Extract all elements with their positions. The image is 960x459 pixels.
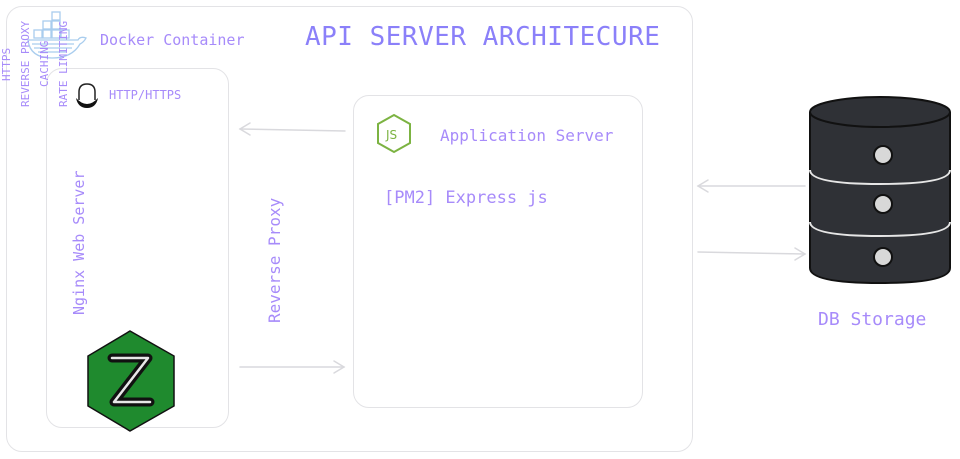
diagram-title: API SERVER ARCHITECURE [305, 22, 661, 52]
nginx-server-label: Nginx Web Server [70, 170, 88, 316]
docker-container-label: Docker Container [100, 31, 245, 49]
feature-item: REVERSE PROXY [19, 20, 32, 108]
application-server-title: Application Server [440, 126, 614, 145]
http-protocol-label: HTTP/HTTPS [109, 88, 182, 102]
feature-item: RATE LIMITING [57, 20, 70, 108]
feature-item: CACHING [38, 40, 51, 88]
reverse-proxy-label: Reverse Proxy [265, 197, 284, 323]
db-storage-label: DB Storage [818, 309, 927, 330]
arrow-app-to-db [697, 247, 807, 261]
arrow-db-to-app [696, 179, 806, 193]
feature-item: HTTPS [0, 47, 13, 81]
app-stack-label: [PM2] Express js [384, 188, 548, 208]
